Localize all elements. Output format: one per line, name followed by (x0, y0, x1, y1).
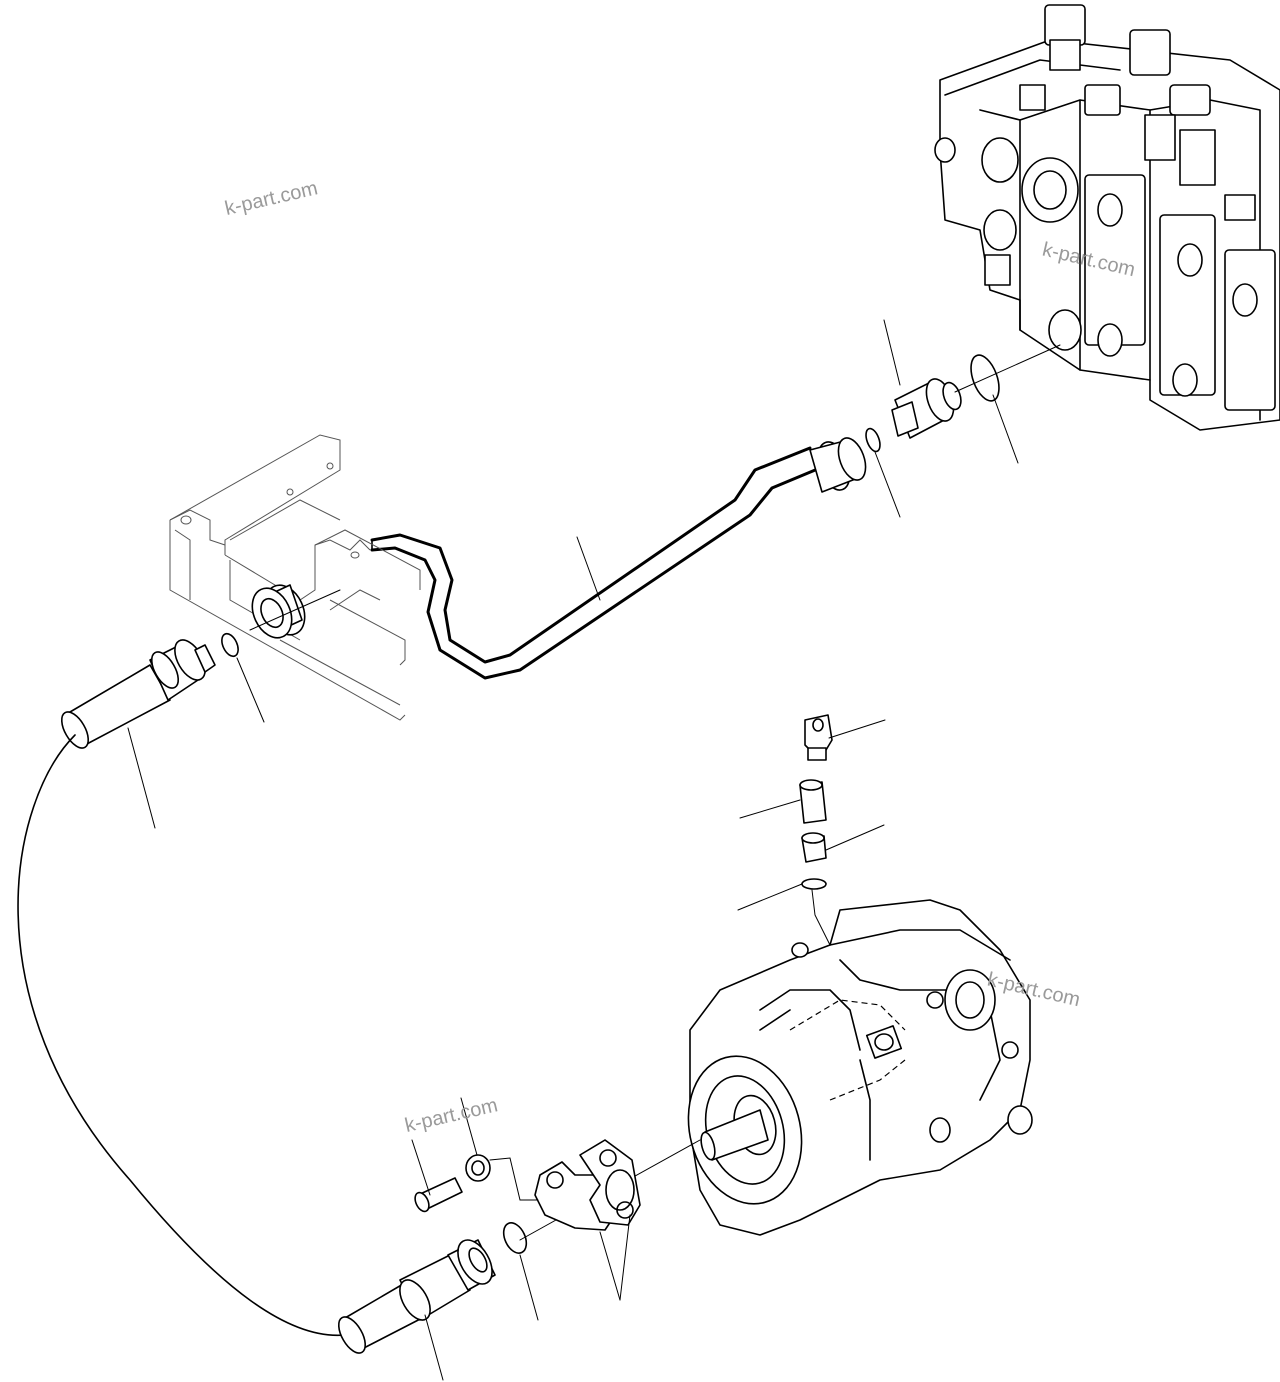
o-ring-tank (221, 632, 239, 658)
elbow-connector (891, 378, 962, 439)
suction-hose (17, 639, 496, 1354)
hose-fitting-upper (60, 639, 216, 749)
hose-fitting-lower (337, 1239, 496, 1354)
hydraulic-tank-frame (169, 434, 421, 721)
tank-adapter (251, 584, 306, 639)
flange-bolt (414, 1177, 463, 1213)
o-ring-sensor (801, 878, 827, 890)
callout-leader-lines (127, 319, 1019, 1381)
o-ring-valve (970, 354, 1000, 402)
control-valve (934, 4, 1280, 431)
flange-washer (465, 1154, 491, 1182)
split-flange-right (579, 1139, 641, 1226)
o-ring-flange (502, 1222, 528, 1254)
pipe-sleeve-nut (809, 437, 867, 493)
adapter-sleeve (799, 779, 827, 824)
sensor-adapter (801, 832, 827, 863)
steel-pipe (370, 437, 867, 680)
hydraulic-pump (687, 899, 1033, 1236)
pressure-sensor (804, 714, 833, 761)
o-ring-upper-small (865, 427, 881, 453)
